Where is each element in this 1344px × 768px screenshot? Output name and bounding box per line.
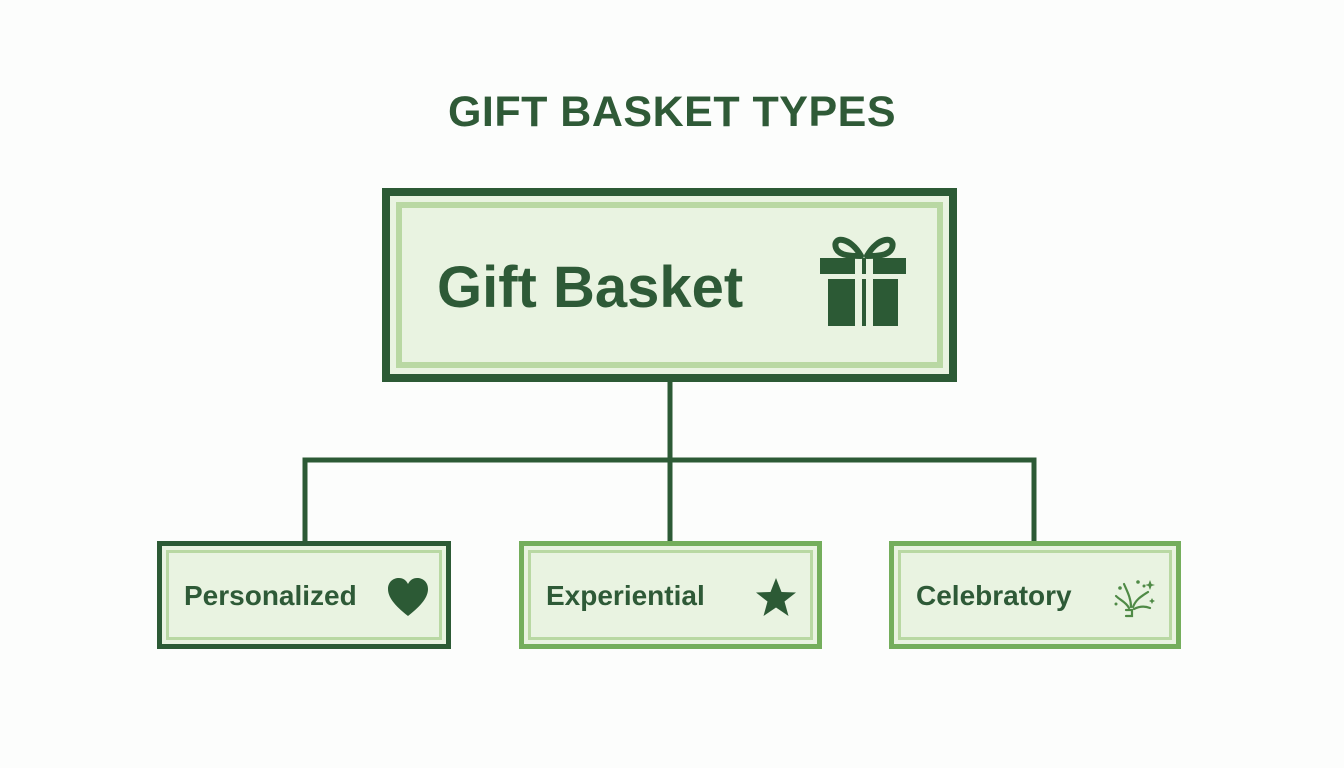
child-node-personalized: Personalized — [157, 541, 451, 649]
confetti-icon — [1114, 580, 1155, 618]
child-node-celebratory: Celebratory — [889, 541, 1181, 649]
diagram-title: GIFT BASKET TYPES — [447, 88, 897, 136]
child-node-label: Celebratory — [916, 580, 1072, 611]
star-icon — [756, 578, 796, 616]
child-node-label: Experiential — [546, 580, 705, 611]
child-node-experiential: Experiential — [519, 541, 822, 649]
child-node-inner-border — [166, 550, 442, 640]
child-node-inner-border — [528, 550, 813, 640]
root-node-inner-border — [396, 202, 943, 368]
heart-icon — [388, 578, 428, 616]
child-node-inner-border — [898, 550, 1172, 640]
root-node-label: Gift Basket — [437, 255, 744, 320]
root-node: Gift Basket — [382, 188, 957, 382]
gift-icon — [820, 236, 906, 326]
child-node-label: Personalized — [184, 580, 357, 611]
